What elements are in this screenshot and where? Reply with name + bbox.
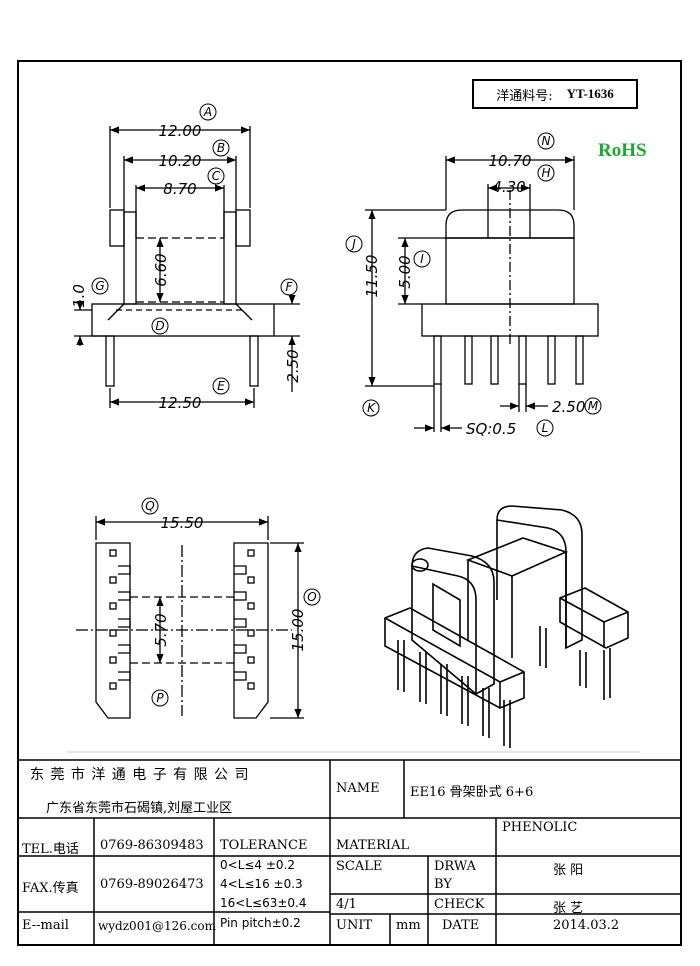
drawn-label-1: DRWA	[434, 859, 477, 874]
tolerance-row-2: 4<L≤16 ±0.3	[220, 877, 303, 891]
ref-g: G	[95, 279, 104, 293]
dim-b-text: 10.20	[159, 152, 202, 170]
title-block-grid	[17, 759, 682, 946]
reference-labels	[91, 103, 602, 707]
dim-i-text: 5.00	[396, 255, 414, 288]
ref-e: E	[217, 379, 225, 393]
dim-l-text: SQ:0.5	[466, 420, 516, 438]
part-number-value: YT-1636	[566, 86, 614, 101]
material-value: PHENOLIC	[502, 820, 578, 835]
ref-p: P	[156, 691, 164, 705]
dim-h-text: 4.30	[492, 178, 525, 196]
tel-label: TEL.电话	[22, 842, 79, 857]
drawn-label-2: BY	[434, 877, 452, 892]
dim-c-text: 8.70	[163, 180, 196, 198]
front-view	[74, 126, 300, 408]
pin-pads-left	[109, 549, 131, 690]
ref-m: M	[588, 399, 599, 413]
dim-g-text: 1.0	[70, 284, 88, 308]
scale-label: SCALE	[336, 859, 383, 874]
part-number-label: 洋通料号:	[496, 88, 553, 104]
name-label: NAME	[336, 781, 380, 796]
company-name: 东 莞 市 洋 通 电 子 有 限 公 司	[30, 767, 250, 783]
ref-f: F	[286, 280, 294, 294]
dim-e-text: 12.50	[159, 394, 202, 412]
ref-c: C	[212, 169, 221, 183]
ref-h: H	[541, 166, 550, 180]
ref-a: A	[203, 105, 212, 119]
dim-d-text: 6.60	[152, 253, 170, 286]
ref-d: D	[155, 319, 164, 333]
date-label: DATE	[442, 918, 480, 933]
reference-letters: A B C D E F G H I J K L M N O P Q	[95, 105, 598, 705]
unit-label: UNIT	[336, 918, 373, 933]
side-view	[365, 156, 599, 432]
dim-o-text: 15.00	[289, 609, 307, 652]
tolerance-row-1: 0<L≤4 ±0.2	[220, 858, 296, 872]
ref-k: K	[367, 401, 376, 415]
email-label: E--mail	[22, 918, 69, 933]
check-value: 张 艺	[553, 901, 584, 916]
name-value: EE16 骨架卧式 6+6	[410, 785, 534, 800]
dim-p-text: 5.70	[152, 613, 170, 646]
ref-l: L	[542, 421, 549, 435]
dim-j-text: 11.50	[363, 255, 381, 298]
dim-q-text: 15.50	[161, 514, 204, 532]
unit-value: mm	[396, 918, 421, 933]
fax-value: 0769-89026473	[100, 877, 204, 892]
rohs-mark: RoHS	[598, 140, 647, 161]
isometric-view	[384, 505, 629, 748]
email-value: wydz001@126.com	[98, 919, 217, 933]
tel-value: 0769-86309483	[100, 838, 204, 853]
ref-n: N	[542, 134, 551, 148]
dim-a-text: 12.00	[159, 122, 202, 140]
tolerance-row-3: 16<L≤63±0.4	[220, 896, 307, 910]
ref-i: I	[420, 252, 424, 266]
ref-j: J	[350, 237, 356, 251]
pin-pads-right	[234, 549, 255, 690]
company-address: 广东省东莞市石碣镇,刘屋工业区	[46, 801, 233, 816]
tolerance-label: TOLERANCE	[220, 838, 308, 853]
scale-value: 4/1	[336, 897, 357, 912]
dim-n-text: 10.70	[489, 152, 532, 170]
date-value: 2014.03.2	[553, 918, 620, 933]
ref-q: Q	[145, 499, 154, 513]
drawn-value: 张 阳	[553, 863, 584, 878]
ref-b: B	[217, 141, 225, 155]
dimension-texts: 12.00 10.20 8.70 12.50 6.60 1.0 2.50 10.…	[70, 122, 585, 651]
fax-label: FAX.传真	[22, 881, 79, 896]
ref-o: O	[307, 590, 316, 604]
material-label: MATERIAL	[336, 838, 410, 853]
drawing-frame	[17, 60, 682, 946]
bottom-view	[76, 516, 304, 719]
tolerance-row-4: Pin pitch±0.2	[220, 916, 301, 930]
dim-m-text: 2.50	[552, 398, 585, 416]
part-number-box: 洋通料号: YT-1636	[472, 79, 638, 109]
check-label: CHECK	[434, 897, 485, 912]
dim-f-text: 2.50	[284, 349, 302, 382]
